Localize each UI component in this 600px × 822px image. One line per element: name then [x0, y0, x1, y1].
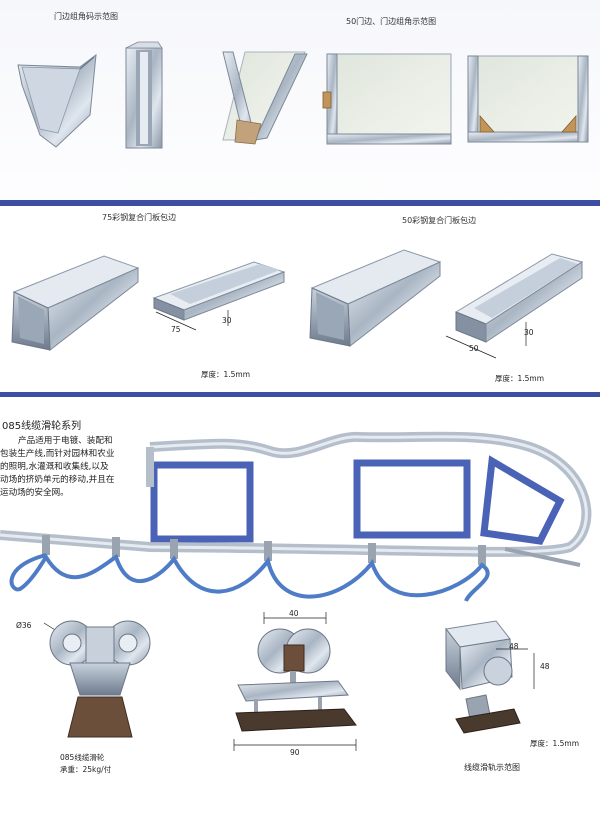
- door-edge-corner-image: [222, 51, 308, 145]
- edging-50-long-image: [454, 253, 584, 343]
- dim-50: 50: [469, 344, 479, 353]
- thickness-left: 厚度：1.5mm: [201, 370, 251, 379]
- pulley-trolley-image: [43, 620, 151, 738]
- dim-lines-90: [233, 739, 357, 751]
- caption-50-edging: 50彩钢复合门板包边: [402, 216, 477, 225]
- divider-band-1: [0, 200, 600, 206]
- rail-caption: 线缆滑轨示范图: [464, 763, 520, 772]
- section-cable-pulley: 085线缆滑轮系列 产品适用于电镀、装配和 包装生产线,而针对园林和农业 的照明…: [0, 397, 600, 822]
- dim-90: 90: [290, 748, 300, 757]
- vertical-channel-image: [125, 41, 163, 149]
- door-panel-corner-image: [467, 55, 589, 143]
- door-panel-hinge-image: [322, 53, 452, 145]
- thickness-right: 厚度：1.5mm: [495, 374, 545, 383]
- dim-diameter-36: Ø36: [16, 621, 32, 630]
- cable-rail-system-image: [0, 431, 592, 602]
- desc-line-3: 的照明,水灌溉和收集线,以及: [0, 462, 109, 472]
- product-description: 产品适用于电镀、装配和 包装生产线,而针对园林和农业 的照明,水灌溉和收集线,以…: [0, 435, 160, 500]
- caption-75-edging: 75彩钢复合门板包边: [102, 213, 177, 222]
- dim-48-width: 48: [509, 642, 519, 651]
- edging-75-long-image: [152, 261, 286, 321]
- divider-band-2: [0, 392, 600, 397]
- pulley-name: 085线缆滑轮: [60, 753, 105, 762]
- edging-50-corner-image: [309, 249, 442, 347]
- desc-line-5: 运动场的安全网。: [0, 488, 69, 498]
- dim-30-right: 30: [524, 328, 534, 337]
- edging-75-corner-image: [11, 255, 140, 351]
- dim-30-left: 30: [222, 316, 232, 325]
- dim-lines-75: [155, 310, 229, 331]
- section-door-edge: 门边组角码示范图 50门边、门边组角示范图: [0, 0, 600, 200]
- rail-thickness: 厚度：1.5mm: [530, 739, 580, 748]
- dim-lines-40: [263, 612, 327, 624]
- caption-50-door-edge: 50门边、门边组角示范图: [346, 17, 437, 26]
- desc-line-4: 动场的挤奶单元的移动,并且在: [0, 475, 115, 485]
- corner-bracket-image: [17, 53, 97, 148]
- pulley-load: 承重：25kg/付: [60, 765, 112, 774]
- dim-lines-50: [445, 322, 527, 359]
- dim-40: 40: [289, 609, 299, 618]
- desc-line-1: 产品适用于电镀、装配和: [18, 436, 113, 446]
- dim-75: 75: [171, 325, 181, 334]
- desc-line-2: 包装生产线,而针对园林和农业: [0, 449, 115, 459]
- section-title: 085线缆滑轮系列: [2, 421, 82, 432]
- rail-section-image: [445, 620, 535, 734]
- dim-48-height: 48: [540, 662, 550, 671]
- caption-corner-code: 门边组角码示范图: [54, 12, 118, 21]
- pulley-bracket-image: [235, 628, 357, 732]
- section-panel-edging: 75彩钢复合门板包边 50彩钢复合门板包边 75 30: [0, 206, 600, 392]
